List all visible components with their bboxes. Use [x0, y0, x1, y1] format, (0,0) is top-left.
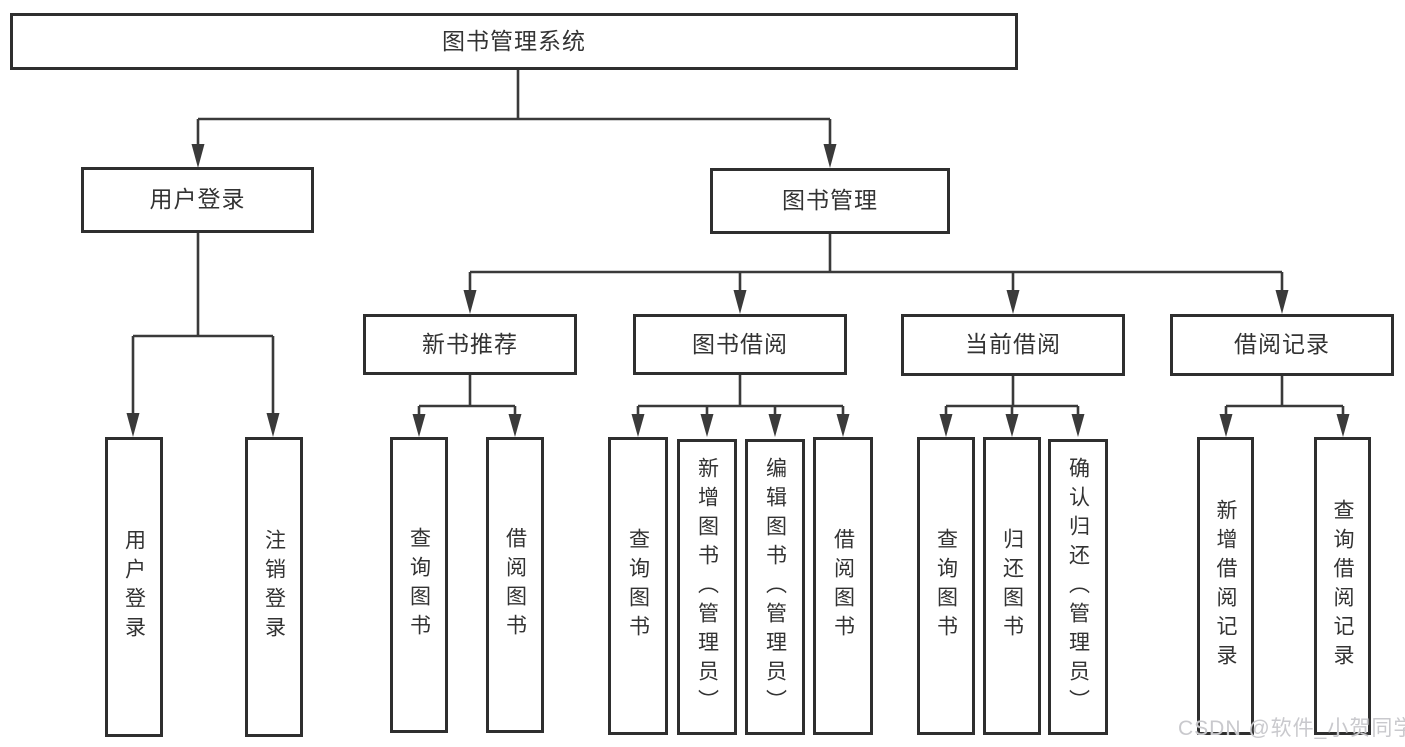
leaf-confirm-return-admin: 确认归还（管理员）: [1048, 439, 1108, 735]
node-label: 新书推荐: [422, 330, 518, 357]
arrow-down-icon: [939, 414, 953, 437]
leaf-add-borrow-record: 新增借阅记录: [1197, 437, 1254, 735]
arrow-down-icon: [508, 414, 522, 437]
node-label: 查询图书: [407, 527, 431, 643]
node-new-book-recommend: 新书推荐: [363, 314, 577, 375]
connector-paths: [131, 70, 1345, 416]
node-label: 归还图书: [1000, 528, 1024, 644]
leaf-borrow-books-recommend: 借阅图书: [486, 437, 544, 733]
arrow-down-icon: [191, 144, 205, 168]
arrow-down-icon: [463, 290, 477, 314]
arrow-down-icon: [1219, 414, 1233, 437]
leaf-add-books-admin: 新增图书（管理员）: [677, 439, 737, 735]
node-label: 查询借阅记录: [1331, 499, 1354, 673]
leaf-query-borrow-record: 查询借阅记录: [1314, 437, 1371, 735]
leaf-logout: 注销登录: [245, 437, 303, 737]
node-current-borrow: 当前借阅: [901, 314, 1125, 376]
arrow-down-icon: [700, 414, 714, 437]
leaf-query-books-borrow: 查询图书: [608, 437, 668, 735]
node-label: 注销登录: [262, 529, 286, 645]
leaf-user-login: 用户登录: [105, 437, 163, 737]
leaf-return-books: 归还图书: [983, 437, 1041, 735]
node-book-borrow: 图书借阅: [633, 314, 847, 375]
node-label: 图书借阅: [692, 330, 788, 357]
csdn-watermark: CSDN @软件_小贺同学: [1178, 717, 1405, 740]
node-label: 借阅图书: [831, 528, 855, 644]
arrow-down-icon: [768, 414, 782, 437]
node-book-management: 图书管理: [710, 168, 950, 234]
node-label: 新增图书（管理员）: [695, 456, 719, 718]
arrow-down-icon: [1275, 290, 1289, 314]
arrow-down-icon: [823, 144, 837, 168]
arrow-down-icon: [1006, 290, 1020, 314]
node-label: 图书管理: [782, 187, 878, 214]
arrowheads: [126, 144, 1350, 437]
node-label: 新增借阅记录: [1214, 499, 1237, 673]
node-label: 确认归还（管理员）: [1066, 456, 1090, 718]
node-label: 查询图书: [934, 528, 958, 644]
node-label: 图书管理系统: [442, 27, 586, 54]
arrow-down-icon: [1071, 414, 1085, 437]
arrow-down-icon: [1005, 414, 1019, 437]
node-label: 当前借阅: [965, 331, 1061, 358]
node-label: 借阅记录: [1234, 331, 1330, 358]
node-label: 用户登录: [122, 529, 146, 645]
arrow-down-icon: [631, 414, 645, 437]
arrow-down-icon: [126, 413, 140, 437]
node-borrow-record: 借阅记录: [1170, 314, 1394, 376]
leaf-edit-books-admin: 编辑图书（管理员）: [745, 439, 805, 735]
arrow-down-icon: [266, 413, 280, 437]
arrow-down-icon: [733, 290, 747, 314]
arrow-down-icon: [1336, 414, 1350, 437]
node-user-login: 用户登录: [81, 167, 314, 233]
node-label: 编辑图书（管理员）: [763, 456, 787, 718]
node-label: 查询图书: [626, 528, 650, 644]
arrow-down-icon: [836, 414, 850, 437]
node-label: 用户登录: [149, 186, 246, 213]
leaf-borrow-books: 借阅图书: [813, 437, 873, 735]
leaf-query-books-recommend: 查询图书: [390, 437, 448, 733]
arrow-down-icon: [412, 414, 426, 437]
root-node-library-management-system: 图书管理系统: [10, 13, 1018, 70]
node-label: 借阅图书: [503, 527, 527, 643]
leaf-query-books-current: 查询图书: [917, 437, 975, 735]
